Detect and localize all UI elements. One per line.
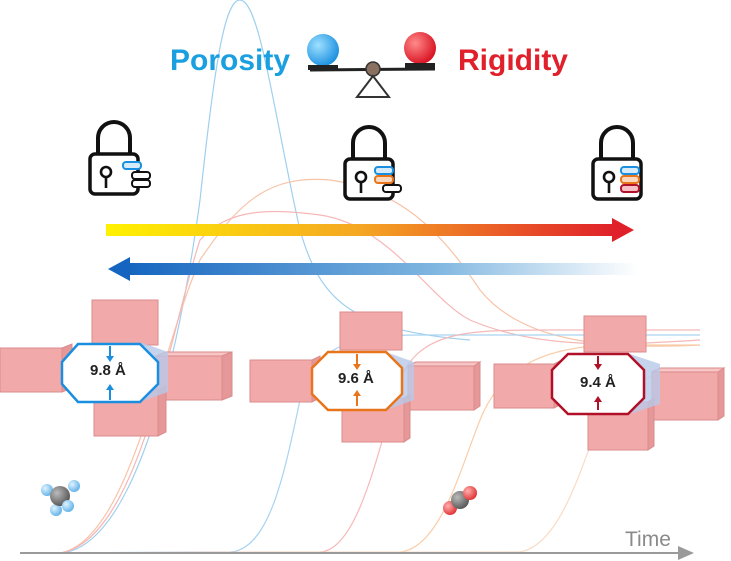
pore-size-label: 9.8 Å [90, 362, 126, 379]
porosity-label: Porosity [170, 44, 291, 77]
orange-sigmoid-curve [19, 344, 700, 554]
padlock-icon [343, 125, 402, 201]
backward-arrow [108, 257, 638, 281]
blue-peak-curve [59, 0, 471, 554]
pore-size-label: 9.4 Å [580, 374, 616, 391]
framework-cluster-1 [0, 299, 233, 437]
forward-arrow [106, 218, 634, 242]
padlock-icon [88, 120, 151, 196]
padlock-icon [591, 125, 643, 201]
framework-cluster-2 [249, 311, 482, 443]
balance-scale-icon [307, 32, 436, 98]
methane-molecule-icon [41, 480, 80, 516]
rigidity-label: Rigidity [458, 44, 568, 77]
framework-cluster-3 [493, 315, 726, 451]
time-axis-label: Time [625, 528, 671, 551]
pore-size-label: 9.6 Å [338, 370, 374, 387]
time-axis [20, 546, 694, 560]
co2-molecule-icon [443, 486, 477, 515]
